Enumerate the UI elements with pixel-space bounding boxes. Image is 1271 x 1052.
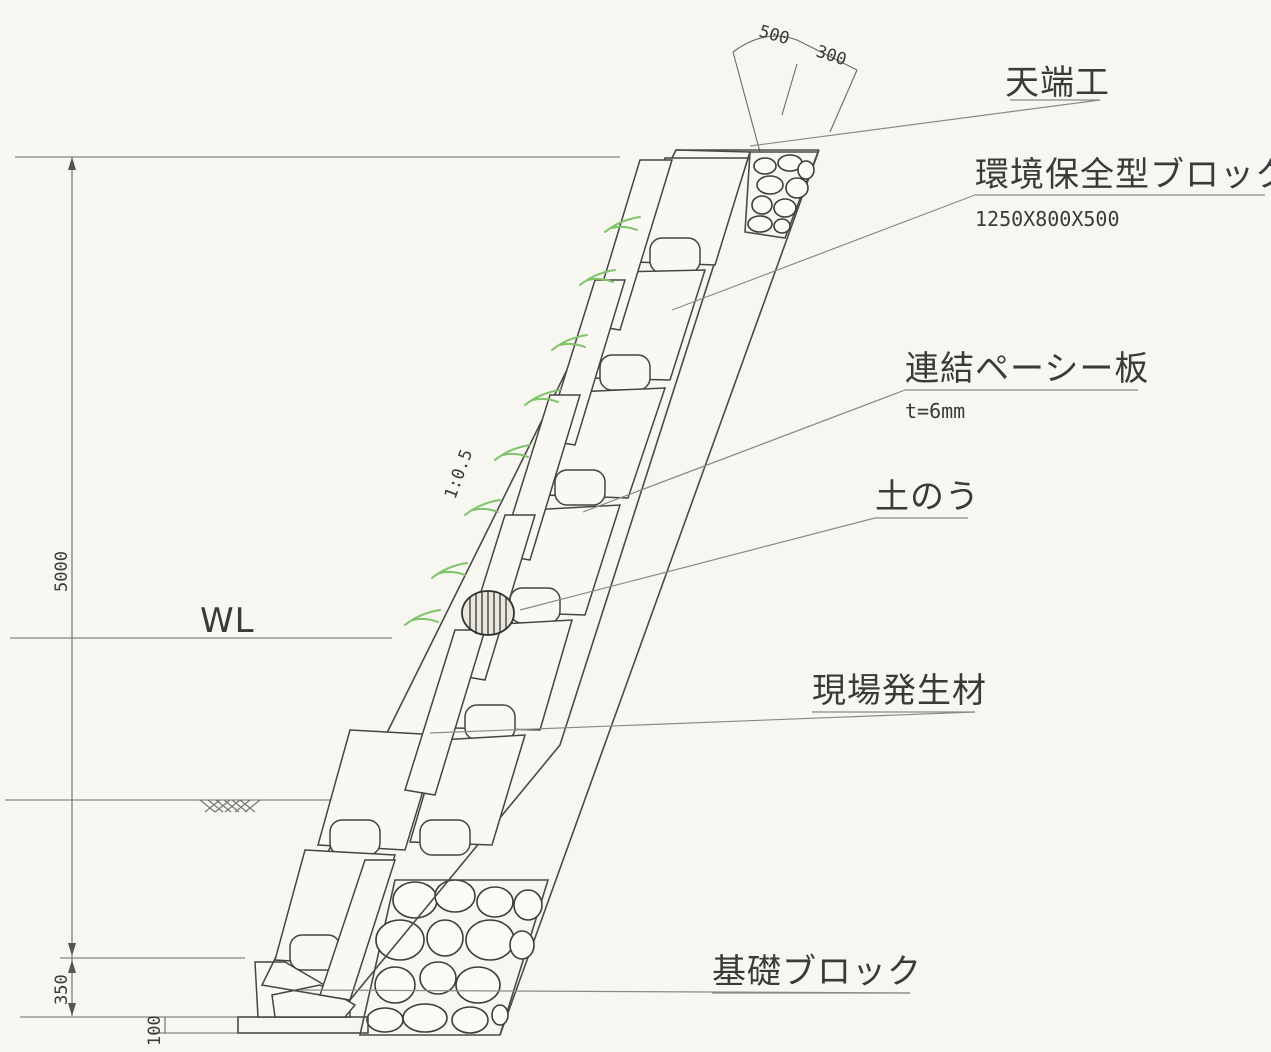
backfill-label: 現場発生材: [812, 671, 987, 711]
top-width-dimension: [732, 35, 858, 153]
block-row-7: [317, 729, 441, 856]
sandbag-label: 土のう: [875, 477, 980, 517]
vegetation: [404, 216, 641, 626]
top-width-2-label: 300: [813, 42, 848, 71]
crown-label: 天端工: [1005, 63, 1110, 103]
ground-line: [5, 799, 330, 813]
height-dimension: [15, 156, 620, 1034]
ground-hatch-icon: [199, 799, 261, 813]
crown-gravel: [744, 151, 820, 239]
base-height-dim-label: 350: [52, 974, 72, 1005]
block-size-label: 1250X800X500: [975, 207, 1120, 231]
top-width-1-label: 500: [757, 22, 792, 50]
block-label: 環境保全型ブロック: [975, 155, 1271, 195]
sandbag: [461, 590, 515, 636]
foundation-rubble: [358, 879, 550, 1036]
base-thickness-dim-label: 100: [145, 1015, 165, 1046]
water-level-label: WL: [200, 601, 255, 641]
plate-thickness-label: t=6mm: [905, 399, 965, 423]
slope-label: 1:0.5: [441, 447, 477, 502]
wall-blocks: [260, 149, 752, 1001]
leader-lines: [299, 99, 1265, 994]
plate-label: 連結ペーシー板: [905, 349, 1149, 389]
height-dim-label: 5000: [52, 551, 72, 592]
block-row-face-6: [319, 859, 397, 1001]
foundation-label: 基礎ブロック: [712, 952, 922, 992]
